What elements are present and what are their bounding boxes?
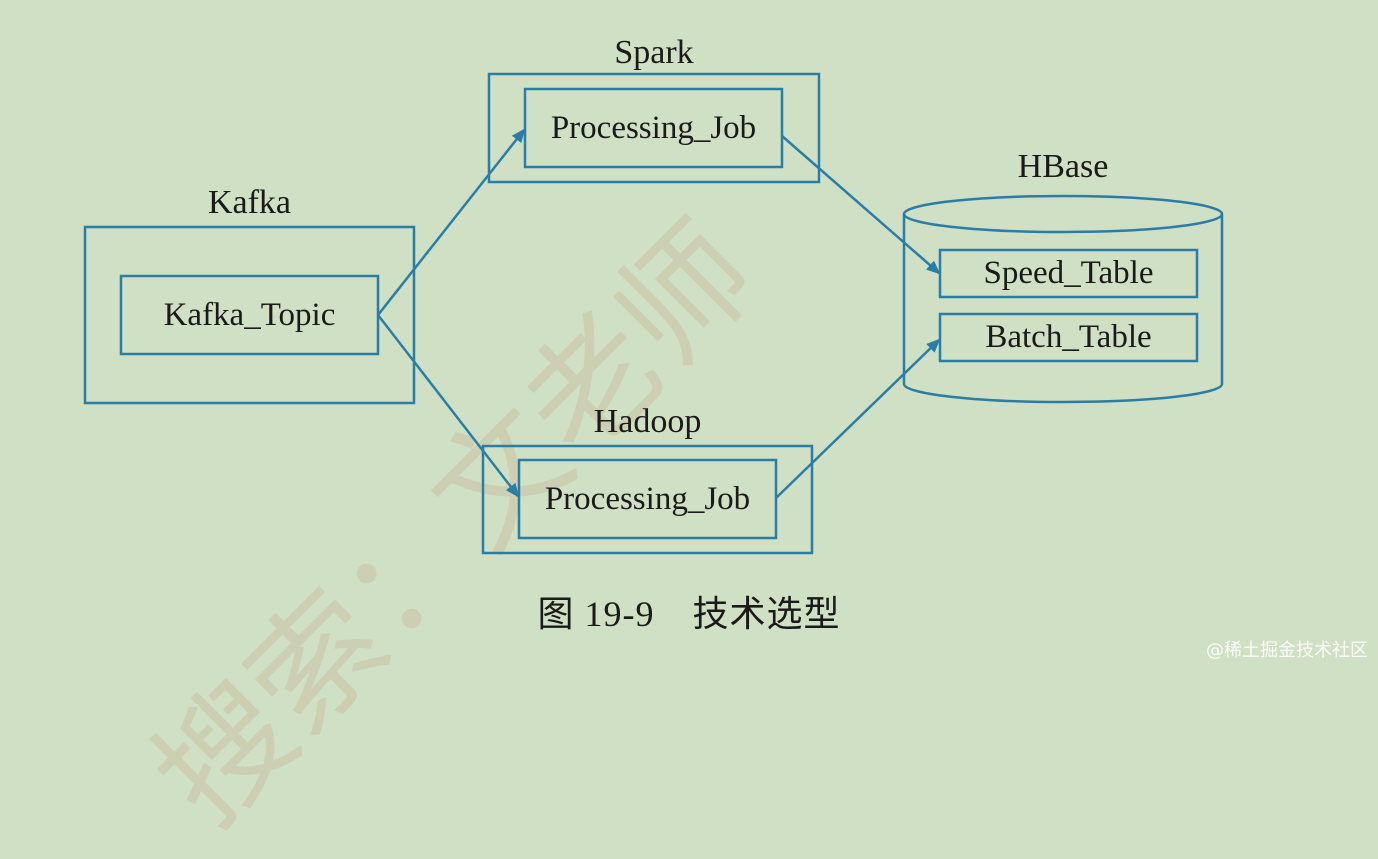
kafka-group-label: Kafka — [207, 184, 292, 221]
figure-title: 技术选型 — [692, 594, 841, 634]
spark-job-label: Processing_Job — [550, 109, 757, 146]
spark-group-label: Spark — [614, 34, 694, 71]
diagram-stage: 搜索：文老师 Kafka Spark Hadoop HBase Kafka_T — [0, 34, 1378, 854]
edge-kafka-to-hadoop — [377, 314, 520, 498]
hadoop-job-box — [517, 458, 778, 540]
batch-table-box — [938, 312, 1199, 363]
edge-kafka-to-spark — [377, 128, 526, 316]
batch-table-label: Batch_Table — [985, 319, 1152, 355]
watermark-credit: @稀土掘金技术社区 — [1206, 640, 1368, 661]
figure-number: 图 19-9 — [537, 594, 655, 634]
kafka-group-box — [83, 225, 416, 405]
edge-spark-to-speed-table — [781, 135, 941, 275]
hadoop-group-box — [481, 444, 814, 555]
speed-table-label: Speed_Table — [983, 255, 1154, 291]
hbase-cylinder-top — [902, 194, 1224, 234]
kafka-topic-label: Kafka_Topic — [163, 296, 336, 333]
hbase-group-label: HBase — [1017, 148, 1109, 185]
figure-caption: 图 19-9 技术选型 — [0, 585, 1378, 637]
spark-job-box — [523, 87, 784, 169]
architecture-diagram — [83, 72, 1224, 555]
hadoop-job-label: Processing_Job — [544, 480, 751, 517]
spark-group-box — [487, 72, 821, 184]
edge-hadoop-to-batch-table — [775, 338, 941, 499]
hadoop-group-label: Hadoop — [593, 403, 702, 440]
hbase-cylinder — [902, 214, 1224, 404]
